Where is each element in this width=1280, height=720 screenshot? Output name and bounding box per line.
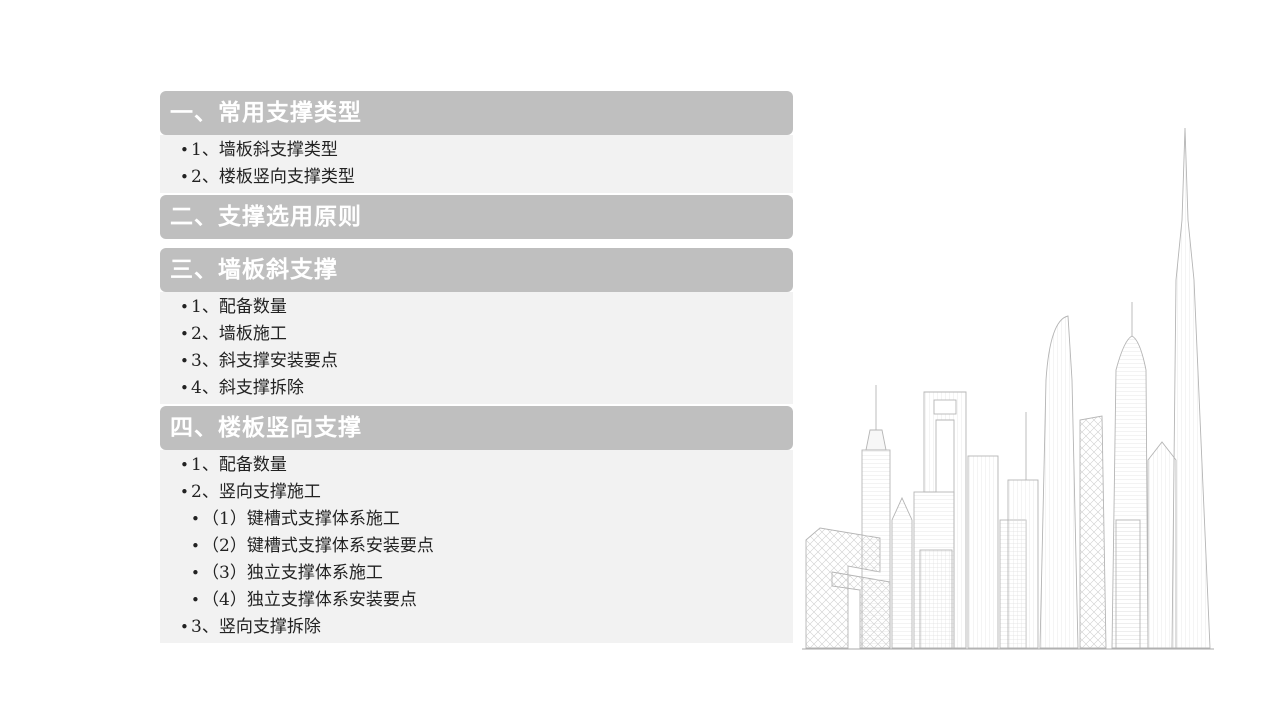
bullet-icon: • bbox=[180, 325, 189, 343]
section-2: 二、支撑选用原则 bbox=[160, 195, 793, 239]
section-4: 四、楼板竖向支撑 •1、配备数量 •2、竖向支撑施工 •（1）键槽式支撑体系施工… bbox=[160, 406, 793, 643]
section-header: 二、支撑选用原则 bbox=[160, 195, 793, 239]
list-item: •2、楼板竖向支撑类型 bbox=[160, 164, 793, 191]
bullet-icon: • bbox=[180, 298, 189, 316]
bullet-icon: • bbox=[191, 510, 200, 528]
list-item-text: （2）键槽式支撑体系安装要点 bbox=[202, 536, 434, 556]
city-skyline-icon bbox=[802, 127, 1214, 650]
section-3: 三、墙板斜支撑 •1、配备数量 •2、墙板施工 •3、斜支撑安装要点 •4、斜支… bbox=[160, 248, 793, 404]
section-header: 一、常用支撑类型 bbox=[160, 91, 793, 135]
list-item-text: （4）独立支撑体系安装要点 bbox=[202, 590, 417, 610]
list-item: •（3）独立支撑体系施工 bbox=[160, 560, 793, 587]
list-item-text: 1、配备数量 bbox=[191, 455, 287, 475]
outline-list: 一、常用支撑类型 •1、墙板斜支撑类型 •2、楼板竖向支撑类型 二、支撑选用原则… bbox=[160, 91, 793, 643]
list-item: •2、竖向支撑施工 bbox=[160, 479, 793, 506]
list-item-text: 2、楼板竖向支撑类型 bbox=[191, 167, 355, 187]
list-item: •1、配备数量 bbox=[160, 294, 793, 321]
section-header: 四、楼板竖向支撑 bbox=[160, 406, 793, 450]
list-item-text: 3、斜支撑安装要点 bbox=[191, 351, 338, 371]
list-item: •（1）键槽式支撑体系施工 bbox=[160, 506, 793, 533]
list-item-text: 1、配备数量 bbox=[191, 297, 287, 317]
section-body: •1、墙板斜支撑类型 •2、楼板竖向支撑类型 bbox=[160, 135, 793, 193]
list-item-text: 2、竖向支撑施工 bbox=[191, 482, 321, 502]
list-item: •1、配备数量 bbox=[160, 452, 793, 479]
bullet-icon: • bbox=[180, 141, 189, 159]
bullet-icon: • bbox=[191, 591, 200, 609]
bullet-icon: • bbox=[191, 537, 200, 555]
section-header: 三、墙板斜支撑 bbox=[160, 248, 793, 292]
list-item: •3、竖向支撑拆除 bbox=[160, 614, 793, 641]
bullet-icon: • bbox=[180, 379, 189, 397]
bullet-icon: • bbox=[180, 456, 189, 474]
list-item: •1、墙板斜支撑类型 bbox=[160, 137, 793, 164]
bullet-icon: • bbox=[180, 483, 189, 501]
list-item-text: （3）独立支撑体系施工 bbox=[202, 563, 383, 583]
list-item: •（4）独立支撑体系安装要点 bbox=[160, 587, 793, 614]
list-item: •4、斜支撑拆除 bbox=[160, 375, 793, 402]
list-item-text: 4、斜支撑拆除 bbox=[191, 378, 304, 398]
list-item: •3、斜支撑安装要点 bbox=[160, 348, 793, 375]
bullet-icon: • bbox=[180, 168, 189, 186]
list-item-text: （1）键槽式支撑体系施工 bbox=[202, 509, 400, 529]
section-1: 一、常用支撑类型 •1、墙板斜支撑类型 •2、楼板竖向支撑类型 bbox=[160, 91, 793, 193]
list-item-text: 3、竖向支撑拆除 bbox=[191, 617, 321, 637]
list-item-text: 1、墙板斜支撑类型 bbox=[191, 140, 338, 160]
bullet-icon: • bbox=[180, 352, 189, 370]
list-item-text: 2、墙板施工 bbox=[191, 324, 287, 344]
bullet-icon: • bbox=[191, 564, 200, 582]
bullet-icon: • bbox=[180, 618, 189, 636]
list-item: •2、墙板施工 bbox=[160, 321, 793, 348]
section-body: •1、配备数量 •2、墙板施工 •3、斜支撑安装要点 •4、斜支撑拆除 bbox=[160, 292, 793, 404]
list-item: •（2）键槽式支撑体系安装要点 bbox=[160, 533, 793, 560]
section-body: •1、配备数量 •2、竖向支撑施工 •（1）键槽式支撑体系施工 •（2）键槽式支… bbox=[160, 450, 793, 643]
